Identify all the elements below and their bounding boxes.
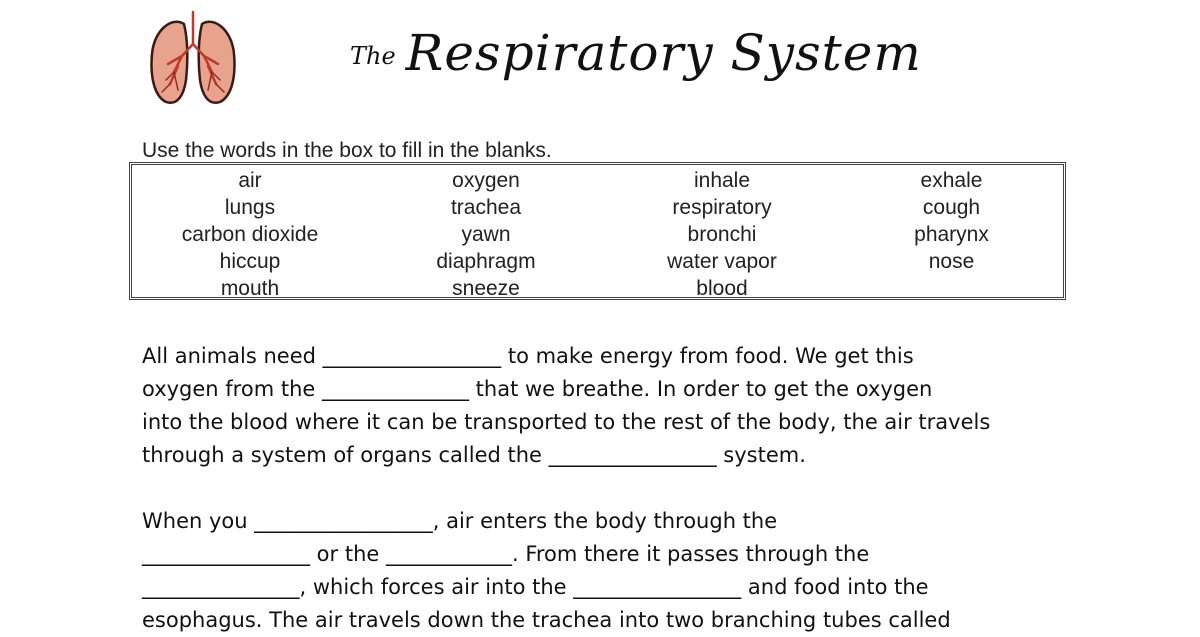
word-bank-item: carbon dioxide <box>181 223 319 246</box>
word-bank-item: pharynx <box>914 223 989 246</box>
paragraph-line: ________________ or the ____________. Fr… <box>142 542 870 566</box>
word-bank-item: sneeze <box>452 277 520 300</box>
word-bank-item: air <box>238 169 262 192</box>
paragraph-oxygen: All animals need _________________ to ma… <box>142 340 1072 472</box>
word-bank-item: cough <box>922 196 981 219</box>
word-bank-item: hiccup <box>219 250 281 273</box>
paragraph-line: esophagus. The air travels down the trac… <box>142 608 951 632</box>
word-bank-item: yawn <box>461 223 511 246</box>
paragraph-line: When you _________________, air enters t… <box>142 509 778 533</box>
paragraph-inhale: When you _________________, air enters t… <box>142 505 1072 637</box>
word-bank-item: mouth <box>220 277 280 300</box>
word-bank-grid: air oxygen inhale exhale lungs trachea r… <box>132 168 1063 303</box>
word-bank-item: respiratory <box>672 196 772 219</box>
word-bank-item <box>840 276 1063 303</box>
paragraph-line: _______________, which forces air into t… <box>142 575 929 599</box>
word-bank-item: blood <box>696 277 748 300</box>
word-bank-item: bronchi <box>687 223 757 246</box>
word-bank-item: water vapor <box>667 250 777 273</box>
worksheet-title: The Respiratory System <box>350 24 922 104</box>
word-bank-item: inhale <box>693 169 751 192</box>
paragraph-line: oxygen from the ______________ that we b… <box>142 377 933 401</box>
word-bank-item: nose <box>928 250 975 273</box>
word-bank-item: diaphragm <box>436 250 536 273</box>
paragraph-line: All animals need _________________ to ma… <box>142 344 914 368</box>
word-bank-item: oxygen <box>452 169 520 192</box>
word-bank-box: air oxygen inhale exhale lungs trachea r… <box>129 162 1066 300</box>
title-prefix: The <box>350 42 396 70</box>
word-bank-item: trachea <box>450 196 522 219</box>
lungs-icon <box>150 10 236 105</box>
paragraph-line: into the blood where it can be transport… <box>142 410 991 434</box>
word-bank-item: lungs <box>224 196 276 219</box>
word-bank-item: exhale <box>920 169 983 192</box>
paragraph-line: through a system of organs called the __… <box>142 443 806 467</box>
instructions: Use the words in the box to fill in the … <box>142 139 552 162</box>
title-main: Respiratory System <box>405 24 922 82</box>
